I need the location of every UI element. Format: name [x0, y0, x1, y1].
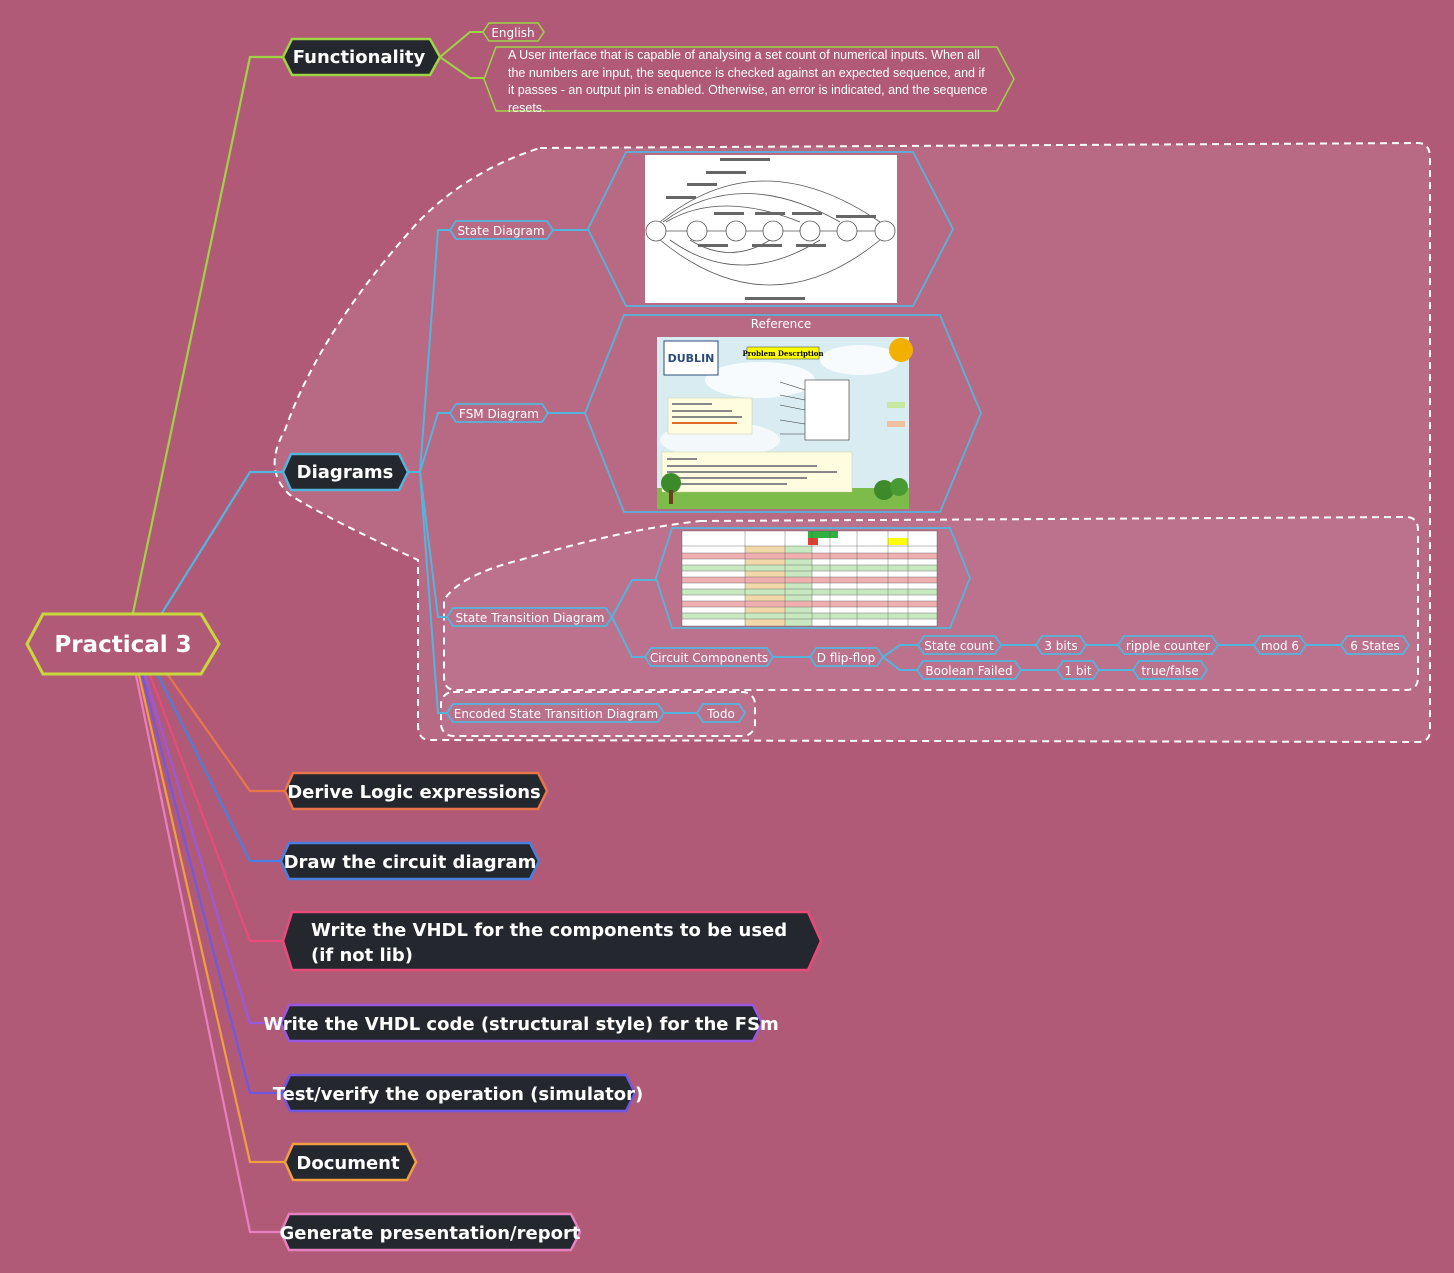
mod6-node[interactable]: mod 6 — [1252, 635, 1308, 655]
state-transition-image-node[interactable] — [655, 527, 971, 629]
state-transition-table-image — [681, 530, 938, 627]
central-label: Practical 3 — [54, 632, 191, 658]
vhdl-components-label: Write the VHDL for the components to be … — [311, 920, 788, 966]
fsm-diagram-image-node[interactable]: Reference DUBLIN Problem Description — [584, 314, 982, 513]
state-diagram-sketch-labels — [666, 158, 876, 300]
boolean-failed-node[interactable]: Boolean Failed — [915, 660, 1023, 680]
functionality-node[interactable]: Functionality — [281, 37, 442, 77]
d-flipflop-node[interactable]: D flip-flop — [808, 647, 885, 667]
connector-document — [137, 674, 285, 1164]
connector-test — [140, 674, 282, 1095]
mod6-label: mod 6 — [1261, 639, 1299, 653]
state-diagram-sketch — [645, 180, 896, 286]
english-label: English — [491, 26, 534, 40]
state-diagram-image — [645, 155, 897, 303]
fsm-diagram-label: FSM Diagram — [459, 407, 539, 421]
derive-label: Derive Logic expressions — [287, 782, 541, 803]
connector-draw — [157, 674, 281, 863]
vhdl-components-node[interactable] — [281, 910, 823, 972]
one-bit-node[interactable]: 1 bit — [1055, 660, 1101, 680]
six-states-node[interactable]: 6 States — [1339, 635, 1411, 655]
connector-vhdl-components — [148, 674, 283, 943]
state-diagram-node[interactable]: State Diagram — [448, 220, 555, 240]
state-transition-node[interactable]: State Transition Diagram — [445, 607, 614, 627]
diagrams-node[interactable]: Diagrams — [281, 452, 410, 492]
fsm-diagram-image: DUBLIN Problem Description — [657, 337, 913, 509]
connector-diagrams — [161, 470, 283, 614]
generate-node[interactable]: Generate presentation/report — [280, 1212, 582, 1252]
fsm-image-logo: DUBLIN — [668, 352, 715, 365]
description-node[interactable] — [483, 46, 1015, 112]
circuit-components-node[interactable]: Circuit Components — [643, 647, 775, 667]
connector-functionality — [131, 55, 283, 614]
functionality-label: Functionality — [293, 47, 426, 68]
ripple-counter-node[interactable]: ripple counter — [1116, 635, 1220, 655]
diagrams-label: Diagrams — [297, 462, 394, 483]
state-count-label: State count — [924, 639, 994, 653]
connector-vhdl-fsm — [143, 674, 281, 1025]
boolean-failed-label: Boolean Failed — [925, 664, 1012, 678]
test-node[interactable]: Test/verify the operation (simulator) — [273, 1073, 643, 1113]
encoded-node[interactable]: Encoded State Transition Diagram — [445, 703, 666, 723]
three-bits-label: 3 bits — [1044, 639, 1077, 653]
true-false-node[interactable]: true/false — [1131, 660, 1209, 680]
document-node[interactable]: Document — [283, 1142, 418, 1182]
functionality-connectors — [439, 31, 484, 79]
fsm-diagram-caption: Reference — [751, 317, 811, 331]
three-bits-node[interactable]: 3 bits — [1034, 635, 1088, 655]
state-diagram-label: State Diagram — [457, 224, 544, 238]
generate-label: Generate presentation/report — [280, 1223, 581, 1244]
state-transition-label: State Transition Diagram — [456, 611, 605, 625]
connector-derive — [167, 674, 285, 793]
test-label: Test/verify the operation (simulator) — [273, 1084, 643, 1105]
state-count-node[interactable]: State count — [916, 635, 1003, 655]
todo-label: Todo — [706, 707, 735, 721]
vhdl-fsm-node[interactable]: Write the VHDL code (structural style) f… — [263, 1003, 779, 1043]
encoded-label: Encoded State Transition Diagram — [454, 707, 659, 721]
draw-label: Draw the circuit diagram — [284, 852, 537, 873]
english-node[interactable]: English — [482, 22, 545, 42]
fsm-image-title: Problem Description — [742, 349, 823, 358]
todo-node[interactable]: Todo — [695, 703, 747, 723]
diagrams-connectors — [408, 229, 1341, 714]
draw-node[interactable]: Draw the circuit diagram — [279, 841, 541, 881]
state-diagram-image-node[interactable] — [586, 151, 955, 307]
derive-node[interactable]: Derive Logic expressions — [283, 771, 549, 811]
one-bit-label: 1 bit — [1064, 664, 1091, 678]
fsm-diagram-node[interactable]: FSM Diagram — [448, 403, 550, 423]
branch-connectors — [131, 55, 285, 1234]
true-false-label: true/false — [1141, 664, 1198, 678]
six-states-label: 6 States — [1350, 639, 1399, 653]
circuit-components-label: Circuit Components — [650, 651, 768, 665]
document-label: Document — [296, 1153, 400, 1174]
functionality-description: A User interface that is capable of anal… — [508, 48, 988, 115]
connector-generate — [134, 674, 281, 1234]
ripple-counter-label: ripple counter — [1126, 639, 1210, 653]
d-flipflop-label: D flip-flop — [817, 651, 875, 665]
vhdl-fsm-label: Write the VHDL code (structural style) f… — [263, 1014, 779, 1035]
central-node[interactable]: Practical 3 — [25, 612, 221, 676]
